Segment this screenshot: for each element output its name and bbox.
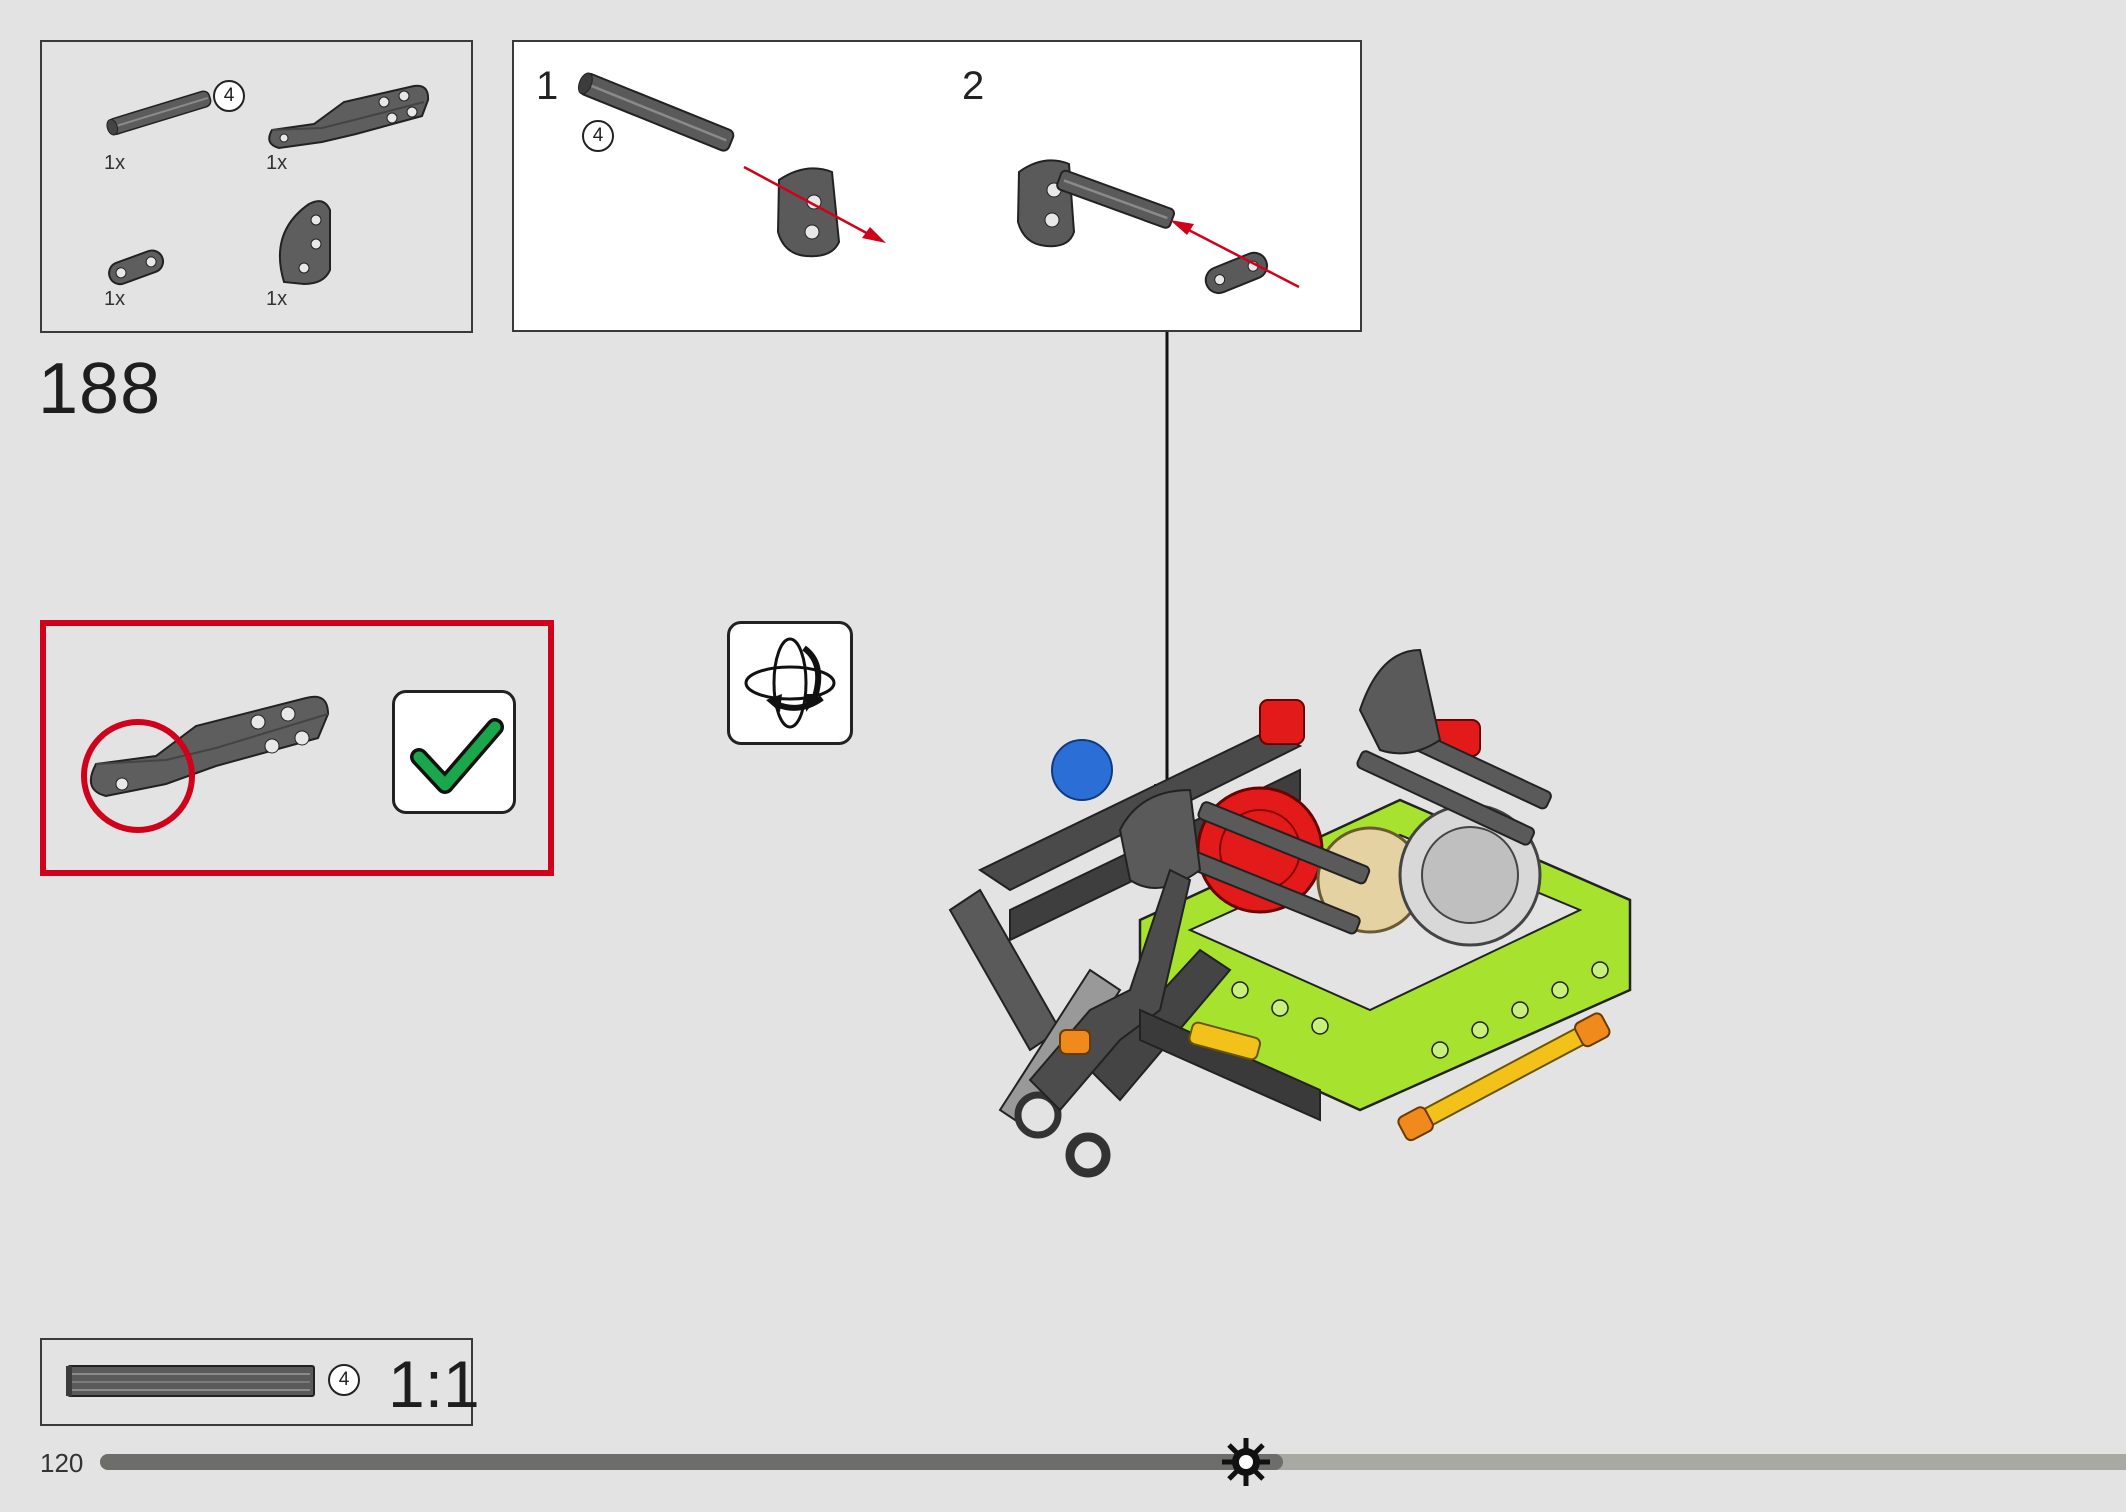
axle-scale-drawing <box>66 1365 315 1397</box>
scale-ruler-box: 4 <box>40 1338 473 1426</box>
orientation-callout-box <box>40 620 554 876</box>
parts-list-box: 4 1x 1x 1x 1x <box>40 40 473 333</box>
page-number: 120 <box>40 1448 84 1478</box>
progress-marker-icon <box>1222 1438 1270 1486</box>
scale-size-callout: 4 <box>328 1364 360 1396</box>
subassembly-box: 1 2 4 <box>512 40 1362 332</box>
progress-fill <box>100 1454 1284 1470</box>
scale-ratio: 1:1 <box>388 1347 480 1421</box>
step-number: 188 <box>38 349 162 429</box>
substep-1-size-callout: 4 <box>582 120 614 152</box>
liftarm-orientation-illustration <box>81 695 330 833</box>
curved-liftarm-part-icon <box>278 200 331 286</box>
model-assembly-illustration <box>948 648 1632 1178</box>
parts-qty: 1x <box>266 288 288 310</box>
substep-1-number: 1 <box>536 64 559 108</box>
axle-part-icon <box>106 90 212 136</box>
bent-liftarm-part-icon <box>268 84 430 150</box>
parts-qty: 1x <box>266 152 288 174</box>
substep-2-number: 2 <box>962 64 985 108</box>
axle-size-callout: 4 <box>213 80 245 112</box>
parts-qty: 1x <box>104 152 126 174</box>
substep-2-illustration <box>1016 159 1300 295</box>
parts-qty: 1x <box>104 288 126 310</box>
rotate-model-icon <box>727 621 853 745</box>
substep-1-illustration <box>577 72 886 258</box>
thin-liftarm-part-icon <box>108 249 165 286</box>
correct-check-icon <box>392 690 516 814</box>
progress-track <box>100 1454 2126 1470</box>
